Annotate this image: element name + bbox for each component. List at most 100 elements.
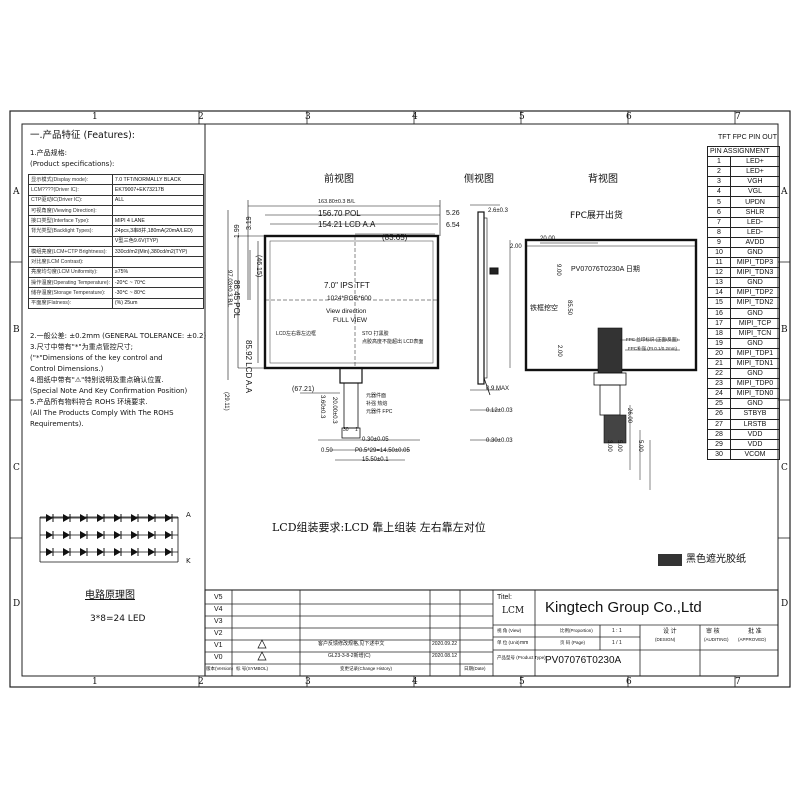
dim-fpc-len: 3.60±0.3 [319, 395, 325, 419]
spec-key: 接口类型(Interface Type): [28, 215, 113, 227]
spec-value: ≥75% [111, 266, 204, 278]
pin-signal: LED- [730, 226, 780, 238]
pin-signal: MIPI_TDN1 [730, 357, 780, 370]
back-d6: 26.00 [626, 408, 632, 424]
spec-value: 330cd/m2(Min),380cd/m2(TYP) [111, 246, 204, 258]
pin-number: 18 [707, 327, 731, 339]
pin-signal: MIPI_TDP3 [730, 257, 780, 269]
title-value: LCM [502, 606, 525, 616]
spec-value [111, 256, 204, 268]
spec-value: ALL [111, 194, 204, 206]
pin-signal: LED+ [730, 166, 780, 178]
pin-number: 21 [707, 357, 731, 370]
version-v1: V1 [214, 642, 223, 649]
note-line: 4.图纸中带有"⚠"特别说明及重点确认位置. [30, 376, 164, 384]
led-diode-icon [165, 548, 172, 556]
v0-date: 2020.08.12 [432, 653, 458, 659]
led-diode-icon [97, 514, 104, 522]
front-view [227, 200, 441, 461]
note-line: 2.一般公差: ±0.2mm (GENERAL TOLERANCE: ±0.2) [30, 332, 207, 340]
pin-number: 10 [707, 246, 731, 259]
led-diode-icon [131, 531, 138, 539]
dim-pitch3: P0.5*29=14.50±0.05 [355, 448, 410, 454]
features-title: 一.产品特征 (Features): [30, 130, 136, 141]
view-label: 视 角 (View) [497, 628, 522, 633]
pin-number: 17 [707, 317, 731, 329]
led-diode-icon [114, 514, 121, 522]
pin-number: 8 [707, 226, 731, 238]
pin-number: 29 [707, 438, 731, 450]
version-v2: V2 [214, 630, 223, 637]
pin-signal: STBYB [730, 408, 780, 420]
pin-signal: MIPI_TDP0 [730, 378, 780, 390]
col-label-4-bottom: 4 [412, 677, 418, 687]
pin-signal: UPDN [730, 196, 780, 208]
full-view: FULL VIEW [333, 317, 368, 324]
led-diode-icon [131, 514, 138, 522]
led-diode-icon [148, 514, 155, 522]
side-t2: 0.9 MAX [486, 386, 510, 392]
pin-signal: GND [730, 398, 780, 410]
pin-signal: GND [730, 307, 780, 319]
title-block [204, 589, 779, 677]
hdr-change: 变更记录(Change History) [340, 666, 393, 671]
dim-v-pol: 88.45 POL [232, 280, 241, 319]
pin-number: 4 [707, 186, 731, 198]
led-diode-icon [131, 548, 138, 556]
col-label-6-bottom: 6 [626, 677, 632, 687]
pin-signal: MIPI_TDN3 [730, 267, 780, 279]
pin-signal: AVDD [730, 236, 780, 248]
pin-number: 5 [707, 196, 731, 208]
notes-list: 2.一般公差: ±0.2mm (GENERAL TOLERANCE: ±0.2)… [30, 331, 206, 430]
audit-en: (AUDITING) [704, 637, 729, 642]
back-d5: 2.00 [556, 345, 562, 357]
led-diode-icon [63, 514, 70, 522]
led-diode-icon [80, 514, 87, 522]
pin-number: 27 [707, 418, 731, 430]
row-label-b-right: B [781, 325, 788, 335]
pin-signal: MIPI_TCP [730, 317, 780, 329]
spec-row: LCM????(Driver IC):EK79007+EK73217B [28, 184, 204, 196]
pin-number: 23 [707, 378, 731, 390]
pin-signal: MIPI_TDP2 [730, 287, 780, 299]
led-diode-icon [97, 548, 104, 556]
pin-number: 24 [707, 388, 731, 400]
led-diode-icon [148, 531, 155, 539]
dim-num1: 1 [355, 427, 358, 433]
row-label-d: D [13, 599, 21, 609]
pinout-title: TFT FPC PIN OUT [718, 134, 777, 141]
dim-pitch4: 15.50±0.1 [362, 457, 389, 463]
screen-res: 1024*RGB*600 [327, 295, 372, 302]
col-label-7-bottom: 7 [735, 677, 741, 687]
col-label-1-bottom: 1 [92, 677, 98, 687]
lcd-note: LCD左右靠左边框 [276, 331, 317, 337]
led-diode-icon [63, 548, 70, 556]
spec-key: 平面度(Flatness): [28, 297, 113, 309]
row-label-d-right: D [781, 599, 789, 609]
pin-signal: SHLR [730, 206, 780, 218]
pin-number: 20 [707, 347, 731, 359]
product-label: 产品型号 (Product Type) [497, 655, 546, 660]
side-view-title: 侧视图 [464, 174, 494, 185]
back-view-title: 背视图 [588, 174, 618, 185]
back-view [509, 238, 698, 490]
pin-number: 11 [707, 257, 731, 269]
pin-number: 16 [707, 307, 731, 319]
version-v5: V5 [214, 594, 223, 601]
dim-v-small: (29.11) [223, 392, 229, 411]
spec-key: CTP驱动IC(Driver IC): [28, 194, 113, 206]
version-v3: V3 [214, 618, 223, 625]
spec-value: -20℃ ~ 70℃ [111, 276, 204, 289]
back-cutout-label: 铁框挖空 [530, 305, 558, 312]
side-t4: 0.30±0.03 [486, 438, 513, 444]
side-t1: 2.6±0.3 [488, 208, 508, 214]
dim-pol-w: 156.70 POL [318, 209, 361, 218]
